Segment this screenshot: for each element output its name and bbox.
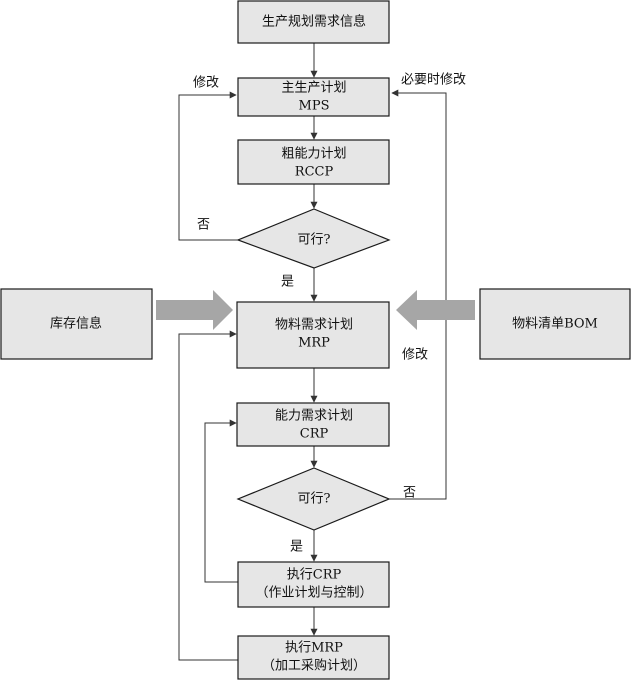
node-feasible1: 可行?	[236, 208, 391, 269]
crp-label-en: CRP	[300, 427, 329, 442]
node-exec-crp: 执行CRP （作业计划与控制）	[237, 561, 390, 608]
node-bom: 物料清单BOM	[479, 288, 631, 360]
label-modify-when-needed: 必要时修改	[401, 73, 466, 88]
mps-label-cn: 主生产计划	[281, 81, 346, 96]
feasible1-label: 可行?	[298, 233, 331, 248]
exec-crp-label-1: 执行CRP	[287, 568, 342, 583]
exec-crp-label-2: （作业计划与控制）	[255, 586, 372, 601]
connectors	[178, 43, 447, 661]
label-no2: 否	[403, 486, 416, 501]
label-modify-right: 修改	[402, 348, 428, 363]
mrp-label-en: MRP	[298, 336, 330, 351]
demand-info-label: 生产规划需求信息	[262, 14, 366, 30]
rccp-label-cn: 粗能力计划	[281, 147, 346, 162]
node-feasible2: 可行?	[236, 467, 391, 531]
label-yes2: 是	[290, 540, 303, 555]
node-crp: 能力需求计划 CRP	[236, 402, 390, 447]
node-mps: 主生产计划 MPS	[237, 77, 390, 117]
bom-label: 物料清单BOM	[512, 317, 598, 332]
inventory-label: 库存信息	[50, 316, 102, 332]
arrow-exec-mrp-to-mrp	[178, 330, 238, 661]
mps-label-en: MPS	[299, 99, 330, 114]
exec-mrp-label-1: 执行MRP	[285, 641, 343, 656]
bom-input-arrow	[396, 290, 475, 330]
arrow-feasible1-no-to-mps	[178, 91, 238, 241]
node-demand-info: 生产规划需求信息	[237, 0, 390, 44]
mrp-label-cn: 物料需求计划	[275, 318, 353, 333]
arrow-feasible2-no-to-mps	[389, 89, 447, 500]
node-mrp: 物料需求计划 MRP	[236, 301, 390, 369]
rccp-label-en: RCCP	[295, 165, 334, 180]
label-modify-left: 修改	[193, 76, 219, 91]
arrow-exec-crp-to-crp	[204, 419, 238, 583]
crp-label-cn: 能力需求计划	[275, 409, 353, 424]
exec-mrp-label-2: （加工采购计划）	[262, 658, 366, 674]
node-rccp: 粗能力计划 RCCP	[237, 139, 390, 185]
node-exec-mrp: 执行MRP （加工采购计划）	[237, 635, 390, 680]
label-yes1: 是	[281, 275, 294, 290]
label-no1: 否	[197, 218, 210, 233]
inventory-input-arrow	[156, 290, 233, 330]
node-inventory: 库存信息	[0, 288, 153, 360]
feasible2-label: 可行?	[298, 492, 331, 507]
